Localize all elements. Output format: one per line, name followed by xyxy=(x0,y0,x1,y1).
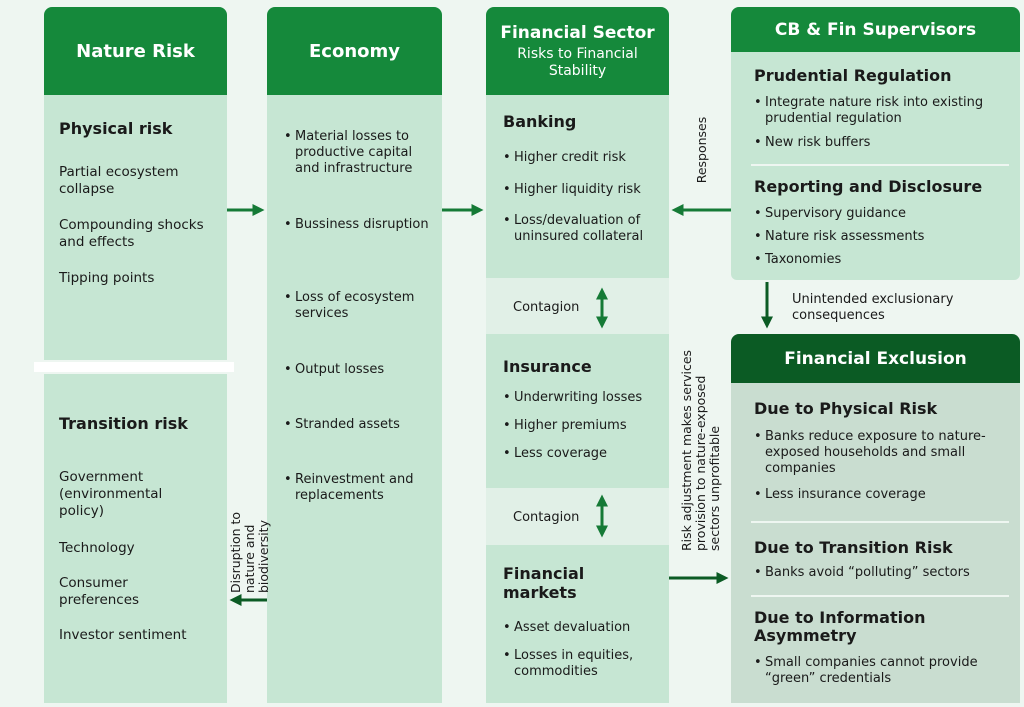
economy-item: Bussiness disruption xyxy=(284,217,434,233)
transition-risk-item: Consumer preferences xyxy=(59,575,140,608)
reporting-item: Supervisory guidance xyxy=(754,206,1004,222)
exclusion-box: Due to Physical Risk Banks reduce exposu… xyxy=(731,383,1020,703)
transition-risk-heading: Transition risk xyxy=(59,414,188,433)
divider xyxy=(751,595,1009,597)
exclusion-physical-heading: Due to Physical Risk xyxy=(754,399,938,418)
exclusion-item: Small companies cannot provide “green” c… xyxy=(754,655,994,687)
financial-sector-subtitle: Risks to Financial Stability xyxy=(517,45,638,79)
economy-header: Economy xyxy=(267,7,442,95)
contagion-label: Contagion xyxy=(513,510,580,525)
exclusion-title: Financial Exclusion xyxy=(784,348,967,369)
physical-risk-item: Tipping points xyxy=(59,270,155,286)
transition-risk-item: Technology xyxy=(59,540,135,556)
divider xyxy=(751,164,1009,166)
economy-item: Reinvestment and replacements xyxy=(284,472,434,504)
banking-heading: Banking xyxy=(503,112,577,131)
exclusion-info-heading: Due to Information Asymmetry xyxy=(754,608,926,645)
economy-item: Loss of ecosystem services xyxy=(284,290,434,322)
economy-item: Material losses to productive capital an… xyxy=(284,129,434,177)
nature-risk-header: Nature Risk xyxy=(44,7,227,95)
physical-risk-item: Partial ecosystem collapse xyxy=(59,164,179,197)
reporting-heading: Reporting and Disclosure xyxy=(754,177,983,196)
physical-risk-heading: Physical risk xyxy=(59,119,173,138)
exclusion-item: Less insurance coverage xyxy=(754,487,989,503)
banking-item: Higher liquidity risk xyxy=(503,182,663,198)
reporting-item: Nature risk assessments xyxy=(754,229,1004,245)
insurance-item: Underwriting losses xyxy=(503,390,663,406)
supervisors-box: Prudential Regulation Integrate nature r… xyxy=(731,52,1020,280)
transition-risk-box: Transition risk Government (environmenta… xyxy=(44,374,227,703)
financial-sector-header: Financial Sector Risks to Financial Stab… xyxy=(486,7,669,95)
divider xyxy=(34,362,234,372)
insurance-item: Higher premiums xyxy=(503,418,663,434)
economy-item: Stranded assets xyxy=(284,417,434,433)
nature-risk-title: Nature Risk xyxy=(76,40,195,62)
markets-item: Losses in equities, commodities xyxy=(503,648,663,680)
economy-title: Economy xyxy=(308,40,400,62)
prudential-item: New risk buffers xyxy=(754,135,1004,151)
insurance-heading: Insurance xyxy=(503,357,592,376)
insurance-item: Less coverage xyxy=(503,446,663,462)
transition-risk-item: Investor sentiment xyxy=(59,627,187,643)
financial-sector-title: Financial Sector xyxy=(500,22,655,43)
supervisors-header: CB & Fin Supervisors xyxy=(731,7,1020,52)
economy-box: Material losses to productive capital an… xyxy=(267,95,442,703)
exclusion-item: Banks reduce exposure to nature-exposed … xyxy=(754,429,989,477)
contagion-strip: Contagion xyxy=(486,488,669,545)
banking-item: Loss/devaluation of uninsured collateral xyxy=(503,213,663,245)
economy-item: Output losses xyxy=(284,362,434,378)
financial-markets-box: Financial markets Asset devaluation Loss… xyxy=(486,545,669,703)
prudential-item: Integrate nature risk into existing prud… xyxy=(754,95,1004,127)
prudential-heading: Prudential Regulation xyxy=(754,66,952,85)
exclusion-transition-heading: Due to Transition Risk xyxy=(754,538,953,557)
banking-box: Banking Higher credit risk Higher liquid… xyxy=(486,95,669,278)
reporting-item: Taxonomies xyxy=(754,252,1004,268)
transition-risk-item: Government (environmental policy) xyxy=(59,469,163,519)
physical-risk-box: Physical risk Partial ecosystem collapse… xyxy=(44,95,227,360)
banking-item: Higher credit risk xyxy=(503,150,663,166)
exclusion-header: Financial Exclusion xyxy=(731,334,1020,383)
physical-risk-item: Compounding shocks and effects xyxy=(59,217,204,250)
contagion-label: Contagion xyxy=(513,300,580,315)
contagion-strip: Contagion xyxy=(486,278,669,334)
supervisors-title: CB & Fin Supervisors xyxy=(774,19,977,40)
unintended-consequences-label: Unintended exclusionary consequences xyxy=(792,292,954,323)
divider xyxy=(751,521,1009,523)
exclusion-item: Banks avoid “polluting” sectors xyxy=(754,565,1004,581)
financial-markets-heading: Financial markets xyxy=(503,564,585,602)
markets-item: Asset devaluation xyxy=(503,620,663,636)
insurance-box: Insurance Underwriting losses Higher pre… xyxy=(486,334,669,488)
